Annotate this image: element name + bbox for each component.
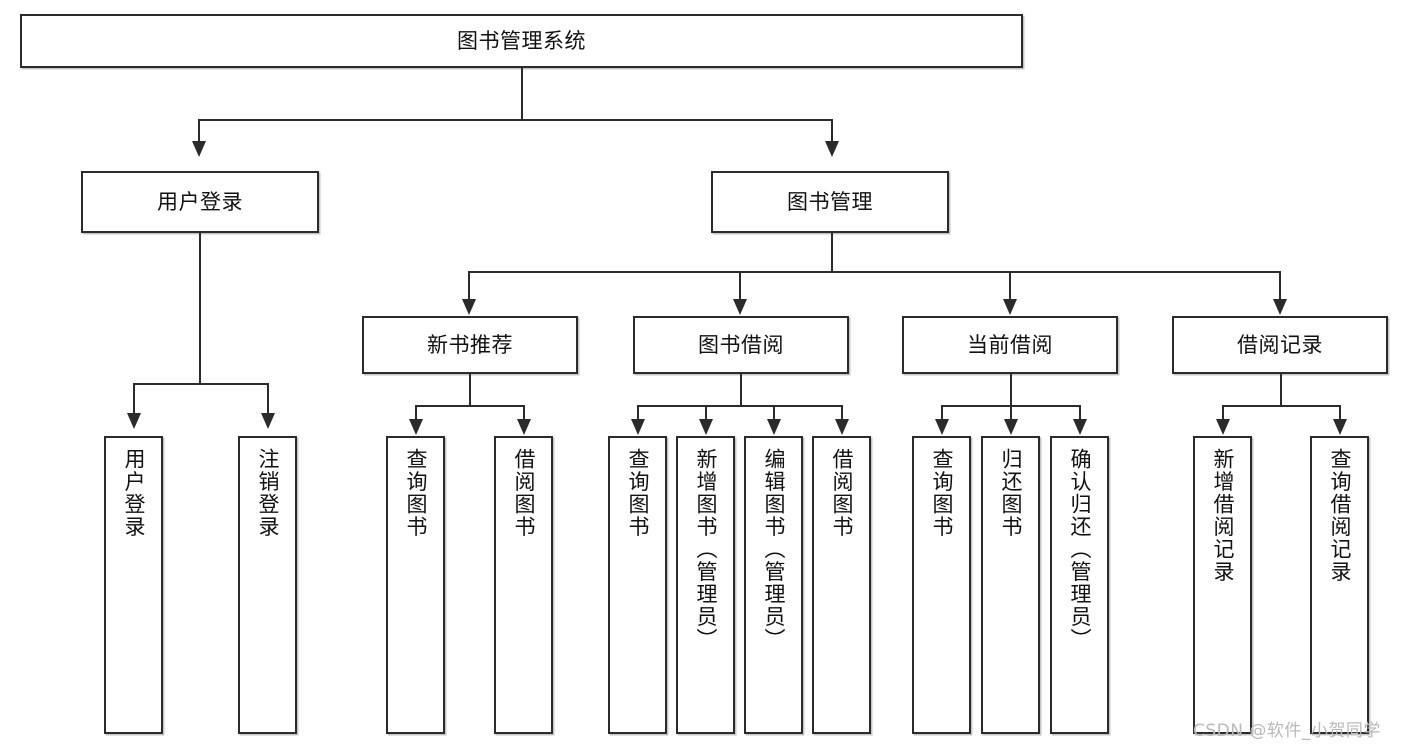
connector-newbook-to-leaf-2 [523, 405, 525, 422]
connector-bb-to-leaf-1 [637, 405, 639, 422]
leaf-logout-login[interactable]: 注销登录 [238, 436, 297, 734]
leaf-newbook-query-book[interactable]: 查询图书 [386, 436, 445, 734]
connector-bm-to-new-book [468, 271, 470, 301]
arrow-bm-to-new-book [462, 299, 476, 315]
node-label: 新增图书（管理员） [693, 448, 718, 651]
connector-bb-to-leaf-3 [773, 405, 775, 422]
node-label: 查询图书 [929, 448, 954, 538]
node-label: 图书管理 [787, 189, 873, 214]
connector-root-to-book-management [831, 119, 833, 143]
leaf-current-query-book[interactable]: 查询图书 [912, 436, 971, 734]
connector-current-borrow-stem [1010, 374, 1012, 406]
connector-book-management-bus [468, 271, 1280, 273]
connector-cb-to-leaf-3 [1079, 405, 1081, 422]
arrow-bm-to-current-borrow [1003, 299, 1017, 315]
leaf-newbook-borrow-book[interactable]: 借阅图书 [494, 436, 553, 734]
node-label: 确认归还（管理员） [1067, 448, 1092, 651]
node-current-borrow[interactable]: 当前借阅 [902, 316, 1118, 374]
connector-borrow-record-stem [1280, 374, 1282, 406]
node-label: 当前借阅 [967, 332, 1053, 357]
leaf-borrow-query-book[interactable]: 查询图书 [608, 436, 667, 734]
leaf-record-query-record[interactable]: 查询借阅记录 [1310, 436, 1369, 734]
connector-user-login-stem [199, 233, 201, 384]
arrow-cb-to-leaf-3 [1073, 419, 1087, 435]
arrow-newbook-to-leaf-1 [409, 419, 423, 435]
arrow-root-to-book-management [825, 141, 839, 157]
connector-new-book-bus [415, 405, 525, 407]
connector-cb-to-leaf-1 [941, 405, 943, 422]
arrow-bb-to-leaf-1 [631, 419, 645, 435]
node-new-book-recommend[interactable]: 新书推荐 [362, 316, 578, 374]
node-label: 用户登录 [157, 189, 243, 214]
connector-cb-to-leaf-2 [1010, 405, 1012, 422]
arrow-newbook-to-leaf-2 [517, 419, 531, 435]
node-label: 图书管理系统 [457, 28, 586, 53]
leaf-user-login[interactable]: 用户登录 [104, 436, 163, 734]
node-root-book-management-system[interactable]: 图书管理系统 [20, 14, 1023, 68]
leaf-borrow-add-book-admin[interactable]: 新增图书（管理员） [676, 436, 735, 734]
arrow-br-to-leaf-1 [1216, 419, 1230, 435]
connector-root-stem [521, 68, 523, 120]
arrow-br-to-leaf-2 [1333, 419, 1347, 435]
leaf-borrow-borrow-book[interactable]: 借阅图书 [812, 436, 871, 734]
arrow-user-login-to-leaf-1 [127, 413, 141, 429]
connector-bm-to-current-borrow [1009, 271, 1011, 301]
connector-user-login-to-leaf-1 [133, 383, 135, 415]
connector-book-borrow-stem [740, 374, 742, 406]
connector-bb-to-leaf-2 [705, 405, 707, 422]
arrow-bm-to-book-borrow [733, 299, 747, 315]
connector-book-management-stem [831, 233, 833, 272]
connector-br-to-leaf-1 [1222, 405, 1224, 422]
node-label: 归还图书 [998, 448, 1023, 538]
arrow-bm-to-borrow-record [1273, 299, 1287, 315]
arrow-cb-to-leaf-1 [935, 419, 949, 435]
arrow-bb-to-leaf-3 [767, 419, 781, 435]
node-label: 借阅图书 [829, 448, 854, 538]
node-label: 注销登录 [255, 448, 280, 538]
node-book-borrow[interactable]: 图书借阅 [633, 316, 849, 374]
connector-bb-to-leaf-4 [841, 405, 843, 422]
node-label: 查询图书 [625, 448, 650, 538]
connector-borrow-record-bus [1222, 405, 1339, 407]
leaf-current-confirm-return-admin[interactable]: 确认归还（管理员） [1050, 436, 1109, 734]
node-label: 图书借阅 [698, 332, 784, 357]
node-label: 新书推荐 [427, 332, 513, 357]
connector-book-borrow-bus [637, 405, 841, 407]
leaf-current-return-book[interactable]: 归还图书 [981, 436, 1040, 734]
connector-newbook-to-leaf-1 [415, 405, 417, 422]
arrow-bb-to-leaf-2 [699, 419, 713, 435]
connector-bm-to-borrow-record [1279, 271, 1281, 301]
node-book-management[interactable]: 图书管理 [711, 171, 949, 233]
leaf-borrow-edit-book-admin[interactable]: 编辑图书（管理员） [744, 436, 803, 734]
leaf-record-add-record[interactable]: 新增借阅记录 [1193, 436, 1252, 734]
arrow-cb-to-leaf-2 [1004, 419, 1018, 435]
node-label: 新增借阅记录 [1210, 448, 1235, 583]
arrow-user-login-to-leaf-2 [261, 413, 275, 429]
node-label: 查询借阅记录 [1327, 448, 1352, 583]
node-label: 用户登录 [121, 448, 146, 538]
node-label: 编辑图书（管理员） [761, 448, 786, 651]
connector-root-bus [198, 119, 832, 121]
connector-new-book-stem [469, 374, 471, 406]
arrow-bb-to-leaf-4 [835, 419, 849, 435]
connector-user-login-to-leaf-2 [267, 383, 269, 415]
node-label: 借阅记录 [1237, 332, 1323, 357]
connector-user-login-bus [133, 383, 267, 385]
node-user-login[interactable]: 用户登录 [81, 171, 319, 233]
connector-root-to-user-login [198, 119, 200, 143]
csdn-watermark: CSDN @软件_小贺同学 [1193, 721, 1381, 741]
arrow-root-to-user-login [192, 141, 206, 157]
connector-bm-to-book-borrow [739, 271, 741, 301]
connector-br-to-leaf-2 [1339, 405, 1341, 422]
node-label: 查询图书 [403, 448, 428, 538]
node-borrow-record[interactable]: 借阅记录 [1172, 316, 1388, 374]
node-label: 借阅图书 [511, 448, 536, 538]
